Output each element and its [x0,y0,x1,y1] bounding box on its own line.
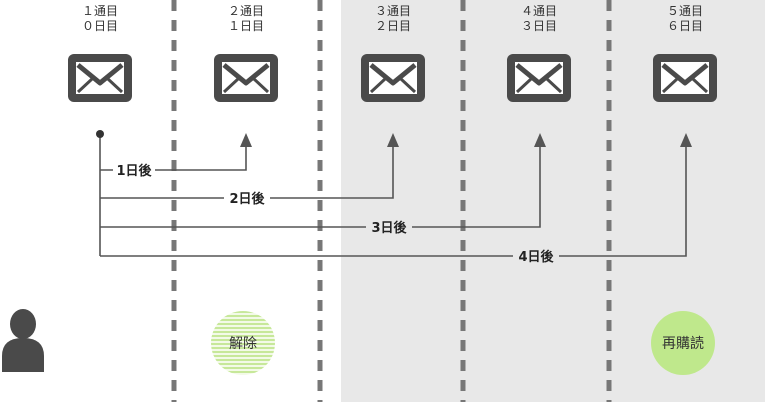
send-number: ４通目 [520,4,557,18]
envelope-icon [68,54,132,102]
send-number: ３通目 [374,4,411,18]
column-label-2: ２通目 １日目 [206,4,286,34]
reread-label: 再購読 [662,336,704,352]
start-dot [96,130,104,138]
arrowhead [534,133,546,147]
column-label-1: １通目 ０日目 [60,4,140,34]
day-number: ６日目 [666,19,703,33]
user-icon [2,309,44,372]
reread-badge: 再購読 [651,311,715,375]
arrowhead [680,133,692,147]
connector-4 [100,146,687,257]
envelope-icon [361,54,425,102]
day-number: １日目 [227,19,264,33]
delay-label-1: 1日後 [116,163,152,179]
arrowhead [387,133,399,147]
connector-3 [100,146,541,228]
column-label-5: ５通目 ６日目 [645,4,725,34]
column-label-3: ３通目 ２日目 [353,4,433,34]
unsubscribe-badge: 解除 [211,311,275,375]
envelope-icon [653,54,717,102]
delay-label-3: 3日後 [371,220,407,236]
column-label-4: ４通目 ３日目 [499,4,579,34]
unsubscribe-label: 解除 [229,336,257,352]
delay-label-4: 4日後 [518,249,554,265]
envelope-icon [507,54,571,102]
send-number: ５通目 [666,4,703,18]
send-number: ２通目 [227,4,264,18]
day-number: ３日目 [520,19,557,33]
arrowhead [240,133,252,147]
day-number: ２日目 [374,19,411,33]
send-number: １通目 [81,4,118,18]
delay-label-2: 2日後 [229,191,265,207]
connector-2 [100,146,394,199]
envelope-icon [214,54,278,102]
day-number: ０日目 [81,19,118,33]
